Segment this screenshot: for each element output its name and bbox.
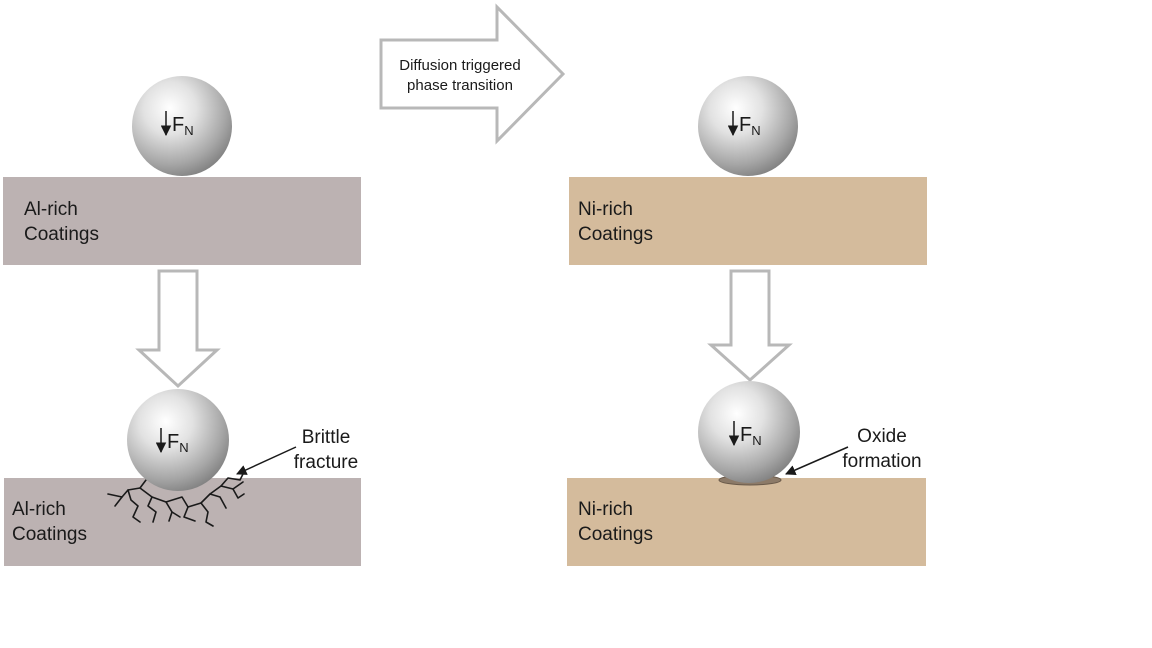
ni-rich-coating-top — [569, 177, 927, 265]
force-label: FN — [740, 424, 762, 448]
brittle-fracture-pointer — [236, 446, 297, 475]
coating-label-line2: Coatings — [578, 524, 653, 545]
al-rich-coating-top — [3, 177, 361, 265]
crack-network — [107, 469, 246, 527]
transition-label-line1: Diffusion triggered — [399, 57, 521, 74]
callout-line2: fracture — [293, 452, 359, 473]
al-rich-coating-bottom — [4, 478, 361, 566]
force-label: FN — [172, 114, 194, 138]
oxide-formation-callout: Oxide formation — [834, 424, 930, 474]
coating-label-ni-bottom: Ni-rich Coatings — [578, 497, 653, 547]
ball-bottom-right — [698, 381, 800, 483]
force-label: FN — [739, 114, 761, 138]
coating-label-line1: Ni-rich — [578, 499, 633, 520]
coating-label-line1: Ni-rich — [578, 199, 633, 220]
transition-label-line2: phase transition — [407, 77, 513, 94]
coating-label-line1: Al-rich — [12, 499, 66, 520]
callout-line1: Brittle — [301, 427, 351, 448]
force-arrow-top-right: FN — [727, 111, 761, 138]
callout-line2: formation — [842, 451, 922, 472]
force-arrow-top-left: FN — [160, 111, 194, 138]
coating-label-al-bottom: Al-rich Coatings — [12, 497, 87, 547]
force-label: FN — [167, 431, 189, 455]
down-arrow-left — [135, 269, 221, 389]
force-arrow-bottom-left: FN — [155, 428, 189, 455]
ball-top-left — [132, 76, 232, 176]
transition-arrow — [379, 3, 566, 145]
ball-bottom-left — [127, 389, 229, 491]
coating-label-ni-top: Ni-rich Coatings — [578, 197, 653, 247]
coating-label-line2: Coatings — [12, 524, 87, 545]
coating-label-line2: Coatings — [24, 224, 99, 245]
transition-label: Diffusion triggered phase transition — [385, 56, 535, 96]
ball-top-right — [698, 76, 798, 176]
coating-label-line2: Coatings — [578, 224, 653, 245]
force-arrow-bottom-right: FN — [728, 421, 762, 448]
down-arrow-right — [707, 269, 793, 383]
oxide-formation-pointer — [785, 446, 849, 476]
coating-label-al-top: Al-rich Coatings — [24, 197, 99, 247]
callout-line1: Oxide — [857, 426, 907, 447]
coating-label-line1: Al-rich — [24, 199, 78, 220]
brittle-fracture-callout: Brittle fracture — [284, 425, 368, 475]
ni-rich-coating-bottom — [567, 478, 926, 566]
